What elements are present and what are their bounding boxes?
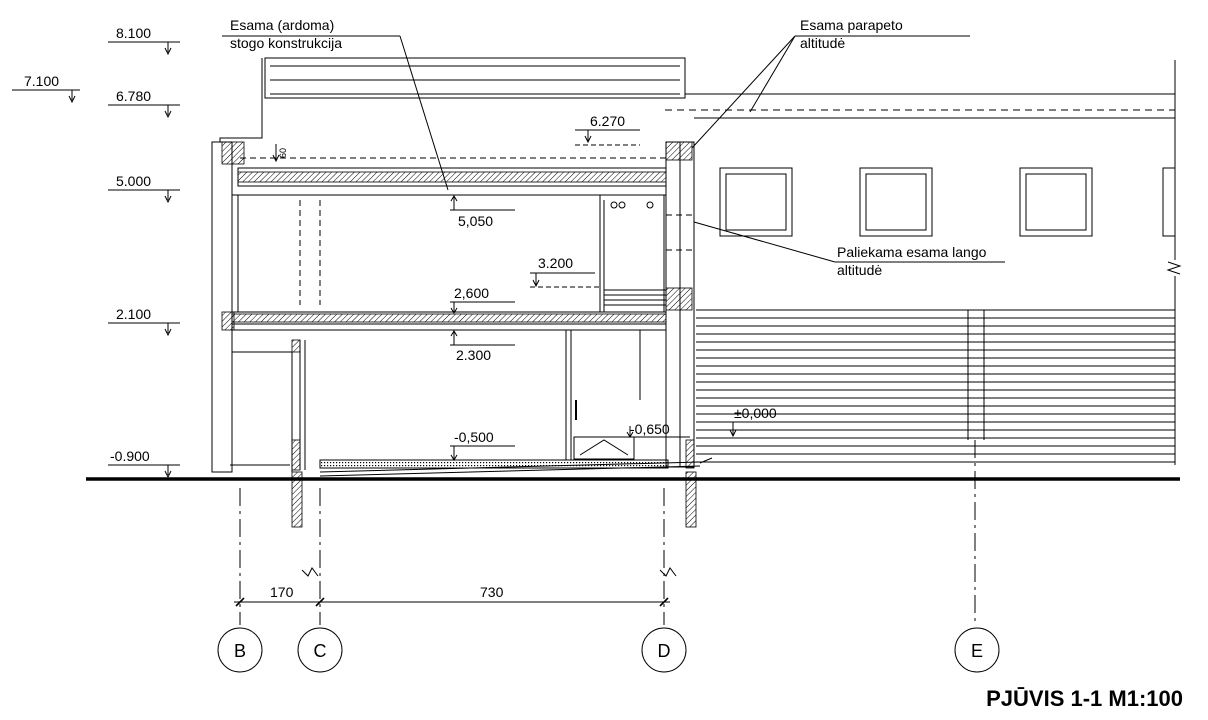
level-6780: 6.780 — [116, 88, 151, 104]
level-5050: 5,050 — [458, 213, 493, 229]
level-2300: 2.300 — [456, 347, 491, 363]
level-8100: 8.100 — [116, 25, 151, 41]
level-7100: 7.100 — [24, 73, 59, 89]
ground-line — [86, 457, 1180, 481]
building-section — [211, 141, 695, 473]
level-minus-0500: -0,500 — [454, 429, 494, 445]
axis-label-d: D — [658, 641, 671, 661]
note-roof-line1: Esama (ardoma) — [230, 17, 334, 33]
level-0000: ±0,000 — [734, 405, 777, 421]
note-parapet-line1: Esama parapeto — [800, 17, 903, 33]
note-parapet-line2: altitudė — [800, 35, 845, 51]
inner-level-marks — [272, 129, 790, 461]
axis-label-b: B — [234, 641, 246, 661]
drawing-title: PJŪVIS 1-1 M1:100 — [986, 686, 1183, 711]
level-3200: 3.200 — [538, 255, 573, 271]
existing-roof-structure — [219, 57, 686, 142]
grid-axis-lines — [239, 440, 976, 625]
level-2600: 2,600 — [454, 285, 489, 301]
level-2100: 2.100 — [116, 306, 151, 322]
axis-bubbles — [217, 627, 1000, 673]
note-roof-line2: stogo konstrukcija — [230, 35, 342, 51]
axis-label-e: E — [971, 641, 983, 661]
dimension-170: 170 — [270, 584, 294, 600]
callout-leaders — [222, 35, 1005, 263]
level-6270: 6.270 — [590, 113, 625, 129]
level-5000: 5.000 — [116, 173, 151, 189]
level-markers-left — [12, 41, 180, 479]
dim-60: 60 — [278, 148, 288, 158]
axis-label-c: C — [314, 641, 327, 661]
note-window-line2: altitudė — [837, 262, 882, 278]
hatched-elements — [221, 141, 697, 528]
existing-facade — [665, 60, 1182, 465]
dimension-line — [234, 597, 670, 607]
note-window-line1: Paliekama esama lango — [837, 244, 987, 260]
level-minus-0650: -0,650 — [630, 421, 670, 437]
level-minus-0900: -0.900 — [110, 448, 150, 464]
dimension-730: 730 — [480, 584, 504, 600]
